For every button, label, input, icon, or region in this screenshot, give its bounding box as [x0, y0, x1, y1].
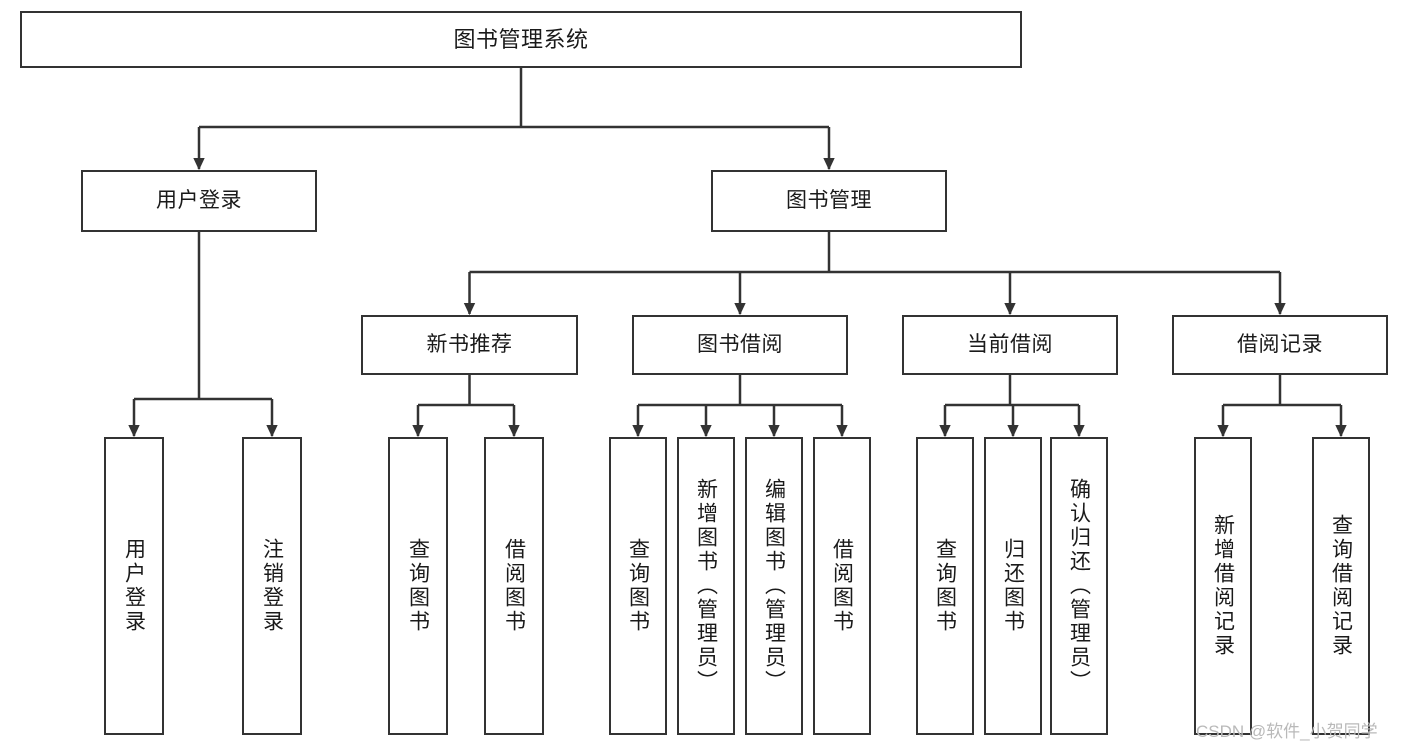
node-book-borrow: 图书借阅: [632, 315, 848, 375]
node-label: 查询图书: [933, 538, 957, 634]
node-label: 图书管理系统: [453, 26, 589, 52]
node-label: 查询借阅记录: [1329, 514, 1353, 658]
node-leaf-borrow-lend: 借阅图书: [813, 437, 871, 735]
node-leaf-user-login: 用户登录: [104, 437, 164, 735]
node-label: 查询图书: [626, 538, 650, 634]
node-label: 借阅图书: [830, 538, 854, 634]
node-label: 确认归还（管理员）: [1067, 478, 1091, 694]
node-leaf-borrow-query: 查询图书: [609, 437, 667, 735]
node-leaf-recommend-query: 查询图书: [388, 437, 448, 735]
node-leaf-current-confirm: 确认归还（管理员）: [1050, 437, 1108, 735]
node-leaf-current-return: 归还图书: [984, 437, 1042, 735]
node-label: 用户登录: [122, 538, 146, 634]
node-borrow-record: 借阅记录: [1172, 315, 1388, 375]
node-label: 注销登录: [260, 538, 284, 634]
node-label: 查询图书: [406, 538, 430, 634]
node-leaf-user-logout: 注销登录: [242, 437, 302, 735]
node-label: 用户登录: [156, 188, 242, 212]
node-label: 新书推荐: [426, 332, 513, 356]
node-leaf-borrow-add: 新增图书（管理员）: [677, 437, 735, 735]
node-label: 新增借阅记录: [1211, 514, 1235, 658]
node-current-borrow: 当前借阅: [902, 315, 1118, 375]
node-leaf-recommend-borrow: 借阅图书: [484, 437, 544, 735]
node-label: 新增图书（管理员）: [694, 478, 718, 694]
node-label: 借阅图书: [502, 538, 526, 634]
node-root: 图书管理系统: [20, 11, 1022, 68]
node-leaf-record-add: 新增借阅记录: [1194, 437, 1252, 735]
node-label: 归还图书: [1001, 538, 1025, 634]
node-new-book-recommend: 新书推荐: [361, 315, 578, 375]
node-label: 借阅记录: [1237, 332, 1323, 356]
node-label: 图书管理: [786, 188, 872, 212]
node-label: 图书借阅: [697, 332, 783, 356]
node-label: 当前借阅: [967, 332, 1053, 356]
node-user-login: 用户登录: [81, 170, 317, 232]
node-leaf-current-query: 查询图书: [916, 437, 974, 735]
node-leaf-borrow-edit: 编辑图书（管理员）: [745, 437, 803, 735]
node-label: 编辑图书（管理员）: [762, 478, 786, 694]
node-book-manage: 图书管理: [711, 170, 947, 232]
node-leaf-record-query: 查询借阅记录: [1312, 437, 1370, 735]
